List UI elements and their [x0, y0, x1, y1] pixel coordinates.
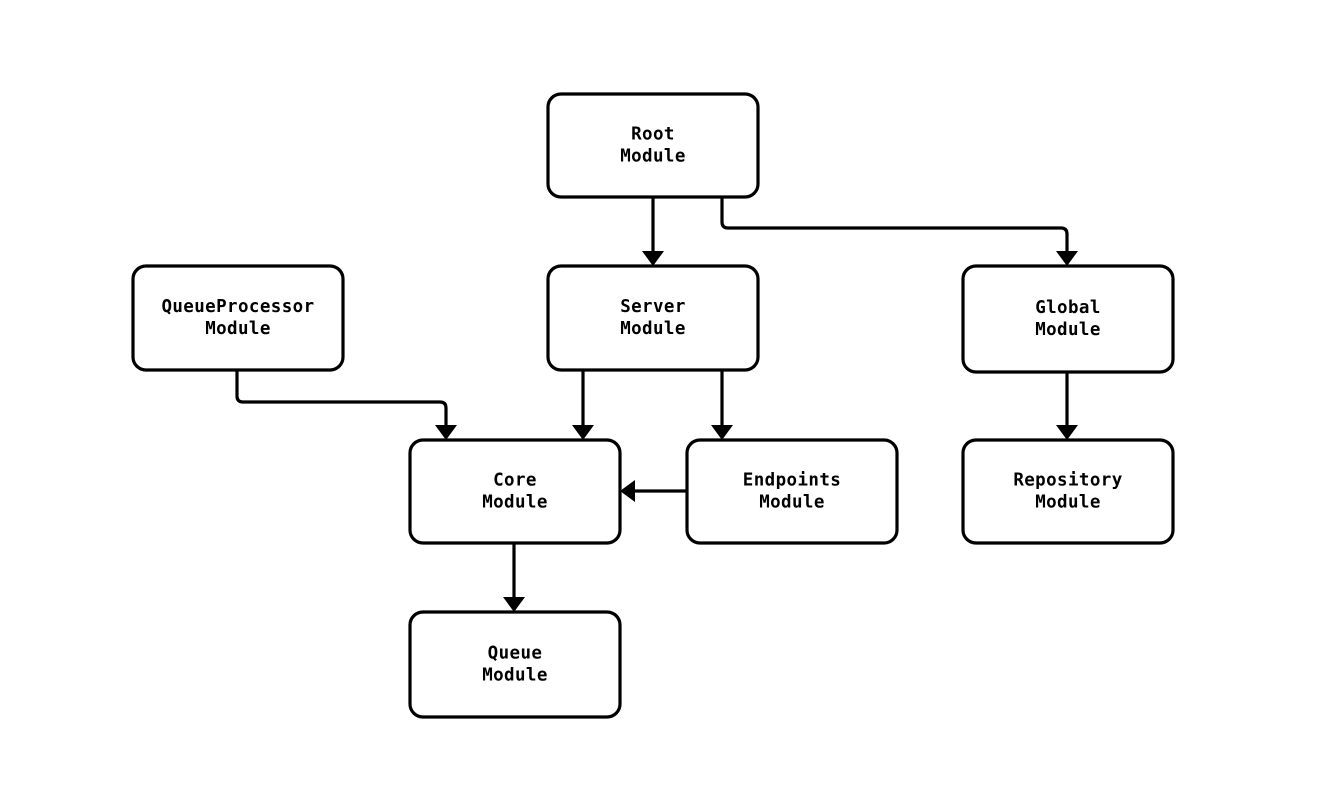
core-module-label-line1: Core	[493, 471, 537, 491]
edge-root-to-global	[720, 197, 1078, 266]
root-module-box[interactable]	[546, 92, 760, 199]
queueprocessor-module-box[interactable]	[131, 264, 345, 372]
edge-global-to-repository-arrowhead-icon	[1056, 425, 1078, 440]
edge-root-to-server-arrowhead-icon	[642, 251, 664, 266]
server-module-label-line1: Server	[620, 297, 686, 317]
edge-server-to-endpoints	[711, 370, 733, 440]
repository-module-box[interactable]	[961, 438, 1175, 545]
edge-server-to-endpoints-arrowhead-icon	[711, 425, 733, 440]
queueprocessor-module-label-line1: QueueProcessor	[161, 297, 314, 317]
edge-root-to-global-line	[720, 197, 1069, 252]
edge-core-to-queue-arrowhead-icon	[503, 597, 525, 612]
edges-layer	[235, 197, 1078, 612]
server-module-box[interactable]	[546, 264, 760, 372]
edge-queueprocessor-to-core	[235, 370, 457, 440]
edge-global-to-repository	[1056, 372, 1078, 440]
edge-root-to-server	[642, 197, 664, 266]
root-module-label-line1: Root	[631, 125, 675, 145]
edge-queueprocessor-to-core-arrowhead-icon	[435, 425, 457, 440]
core-module-label-line2: Module	[482, 493, 548, 513]
endpoints-module-label-line2: Module	[759, 493, 825, 513]
global-module-label-line1: Global	[1035, 298, 1101, 318]
edge-queueprocessor-to-core-line	[235, 370, 448, 426]
root-module-label-line2: Module	[620, 147, 686, 167]
edge-core-to-queue	[503, 543, 525, 612]
edge-server-to-core-arrowhead-icon	[572, 425, 594, 440]
global-module-box[interactable]	[961, 264, 1175, 374]
queue-module-label-line2: Module	[482, 666, 548, 686]
server-module-label-line2: Module	[620, 319, 686, 339]
endpoints-module-box[interactable]	[685, 438, 899, 545]
global-module-label-line2: Module	[1035, 320, 1101, 340]
edge-endpoints-to-core	[620, 480, 687, 502]
queueprocessor-module-label-line2: Module	[205, 319, 271, 339]
nodes-layer: RootModuleQueueProcessorModuleServerModu…	[131, 92, 1175, 719]
queue-module-label-line1: Queue	[488, 644, 543, 664]
edge-server-to-core	[572, 370, 594, 440]
edge-root-to-global-arrowhead-icon	[1056, 251, 1078, 266]
repository-module-label-line2: Module	[1035, 493, 1101, 513]
endpoints-module-label-line1: Endpoints	[743, 471, 841, 491]
repository-module-label-line1: Repository	[1013, 471, 1122, 491]
core-module-box[interactable]	[408, 438, 622, 545]
queue-module-box[interactable]	[408, 610, 622, 719]
edge-endpoints-to-core-arrowhead-icon	[620, 480, 635, 502]
